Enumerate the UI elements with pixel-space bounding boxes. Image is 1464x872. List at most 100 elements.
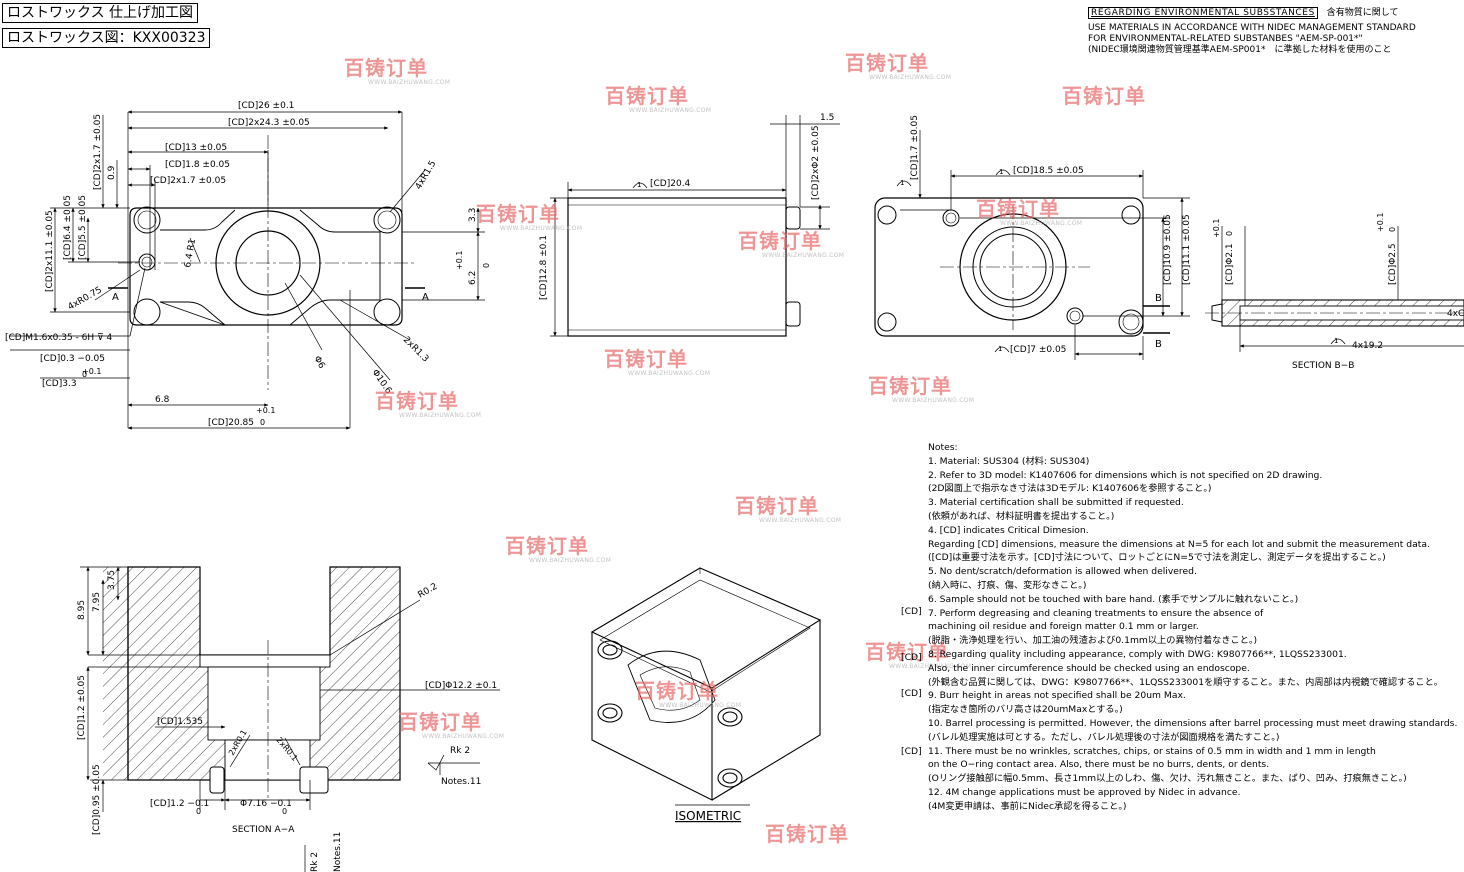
dim-aa-1-2-bottom-tol: 0 [196, 807, 201, 816]
mount-hole-bl [133, 298, 161, 326]
dim-1-7-vertical: [CD]2x1.7 ±0.05 [93, 114, 103, 190]
dim-bb-phi2-1-tol0: 0 [1225, 231, 1234, 236]
note-line: 3. Material certification shall be submi… [928, 497, 1184, 509]
front-view: 1 1.5 [CD]20.4 [CD]2xΦ2 ±0.05 [CD]12.8 ±… [539, 113, 840, 337]
dim-0-3-tol: 0 [82, 370, 87, 379]
dim-10-9: [CD]10.9 ±0.05 [1163, 214, 1173, 285]
drawing-title: ロストワックス 仕上げ加工図 [2, 3, 199, 23]
dim-1-535: [CD]1.535 [157, 717, 203, 727]
note-line: 12. 4M change applications must be appro… [928, 786, 1241, 798]
side-view-body [874, 197, 1144, 337]
dim-2xphi2: [CD]2xΦ2 ±0.05 [811, 125, 821, 200]
dim-aa-1-2-bottom: [CD]1.2 −0.1 [150, 799, 209, 809]
dim-3-3-bottom: [CD]3.3 [42, 379, 77, 389]
dim-phi7-16-tol: 0 [282, 807, 287, 816]
drawing-number: ロストワックス図：KXX00323 [2, 28, 211, 48]
note-line: 11. There must be no wrinkles, scratches… [928, 745, 1376, 757]
roughness-rk2-bottom: Rk 2 [310, 852, 320, 872]
section-b-bottom: B [1155, 339, 1162, 350]
dim-13: [CD]13 ±0.05 [165, 143, 227, 153]
dim-0-9: 0.9 [107, 165, 117, 180]
dim-6-2-tol-lower: 0 [482, 263, 491, 268]
side-datum-ref-1: 1 [900, 179, 904, 187]
isometric-label: ISOMETRIC [675, 809, 741, 823]
mount-hole-tr [373, 206, 401, 234]
note-line: (依頼があれば、材料証明書を提出すること。) [928, 510, 1115, 522]
environment-heading-jp: 含有物質に関して [1326, 8, 1399, 18]
front-view-pin-bottom [785, 301, 801, 327]
dim-6-8: 6.8 [155, 395, 170, 405]
dim-0-3: [CD]0.3 −0.05 [40, 354, 105, 364]
note-line: 7. Perform degreasing and cleaning treat… [928, 607, 1264, 619]
notes-block: Notes: 1. Material: SUS304 (材料: SUS304) … [928, 441, 1457, 814]
dim-side-1-7: [CD]1.7 ±0.05 [910, 115, 920, 180]
notes-11-ref-bottom: Notes.11 [333, 832, 343, 872]
environment-line-2: FOR ENVIRONMENTAL-RELATED SUBSTANBES "AE… [1088, 34, 1363, 44]
roughness-rk2: Rk 2 [450, 746, 470, 756]
dim-phi12-2: [CD]Φ12.2 ±0.1 [425, 681, 497, 691]
dim-6-2-tol-upper: +0.1 [455, 251, 464, 270]
dim-8-95: 8.95 [77, 600, 87, 620]
dim-26: [CD]26 ±0.1 [238, 101, 294, 111]
side-datum-ref-2: 1 [999, 168, 1003, 176]
tapped-hole [138, 253, 156, 271]
dim-r0-2: R0.2 [417, 582, 440, 601]
note-line: 2. Refer to 3D model: K1407606 for dimen… [928, 469, 1323, 481]
notes-heading: Notes: [928, 442, 958, 453]
note-line: 10. Barrel processing is permitted. Howe… [928, 717, 1458, 729]
cd-tag-note-11: [CD] [901, 746, 922, 757]
note-line: (バレル処理実施は可とする。ただし、バレル処理後の寸法が図面規格を満たすこと。) [928, 731, 1280, 743]
front-view-body [567, 197, 787, 337]
note-line: machining oil residue and foreign matter… [928, 621, 1199, 633]
cd-tag-note-7: [CD] [901, 606, 922, 617]
bb-datum-ref: 1 [1334, 337, 1338, 345]
dim-7: [CD]7 ±0.05 [1010, 345, 1066, 355]
front-view-pin-top [785, 206, 801, 230]
section-bb: 1 [CD]Φ2.1 +0.1 0 [CD]Φ2.5 +0.1 0 4x19.2… [1205, 213, 1464, 371]
note-line: Also, the inner circumference should be … [928, 662, 1250, 674]
note-line: (指定なき箇所のバリ高さは20umMaxとする。) [928, 704, 1123, 716]
note-line: (4M変更申請は、事前にNidec承認を得ること。) [928, 800, 1127, 812]
notes-11-ref: Notes.11 [441, 777, 481, 787]
dim-1-8: [CD]1.8 ±0.05 [165, 160, 230, 170]
environment-line-1: USE MATERIALS IN ACCORDANCE WITH NIDEC M… [1088, 23, 1416, 33]
environment-heading: REGARDING ENVIRONMENTAL SUBSSTANCES [1088, 7, 1318, 19]
dim-6-4-r1: 6.4 R1 [183, 238, 198, 268]
dim-3-3: 3.3 [468, 208, 478, 222]
dim-1-7: [CD]2x1.7 ±0.05 [150, 176, 226, 186]
dim-bb-phi2-5-tol0: 0 [1388, 227, 1397, 232]
dim-phi7-16: Φ7.16 −0.1 [240, 799, 292, 809]
dim-5-5: [CD]5.5 ±0.05 [78, 195, 88, 260]
dim-side-11-1: [CD]11.1 ±0.05 [1182, 214, 1192, 285]
section-a-left: A [112, 292, 119, 303]
mount-hole-tl [133, 206, 161, 234]
note-line: 1. Material: SUS304 (材料: SUS304) [928, 455, 1090, 467]
dim-4xr1-5: 4xR1.5 [414, 159, 438, 191]
dim-4xr0-75: 4xR0.75 [67, 285, 104, 312]
note-line: Regarding [CD] dimensions, measure the d… [928, 538, 1430, 550]
dim-bb-phi2-5-tol: +0.1 [1376, 213, 1385, 232]
top-view-inner-recess [159, 209, 381, 326]
dim-2xr1-3: 2xR1.3 [401, 335, 430, 364]
dim-11-1: [CD]2x11.1 ±0.05 [45, 210, 55, 292]
dim-3-75: 3.75 [107, 570, 117, 590]
dim-20-85-tol: +0.1 [256, 406, 275, 415]
mount-hole-br [373, 298, 401, 326]
note-line: 9. Burr height in areas not specified sh… [928, 690, 1186, 702]
note-line: (外観含む品質に関しては、DWG：K9807766**、1LQSS233001を… [928, 676, 1443, 688]
environment-block: REGARDING ENVIRONMENTAL SUBSSTANCES 含有物質… [1088, 7, 1416, 56]
note-line: ([CD]は重要寸法を示す。[CD]寸法について、ロットごとにN=5で寸法を測定… [928, 552, 1386, 564]
top-view: [CD]26 ±0.1 [CD]2x24.3 ±0.05 [CD]13 ±0.0… [5, 101, 491, 430]
note-line: (納入時に、打痕、傷、変形なきこと。) [928, 579, 1087, 591]
section-bb-label: SECTION B−B [1292, 361, 1354, 371]
